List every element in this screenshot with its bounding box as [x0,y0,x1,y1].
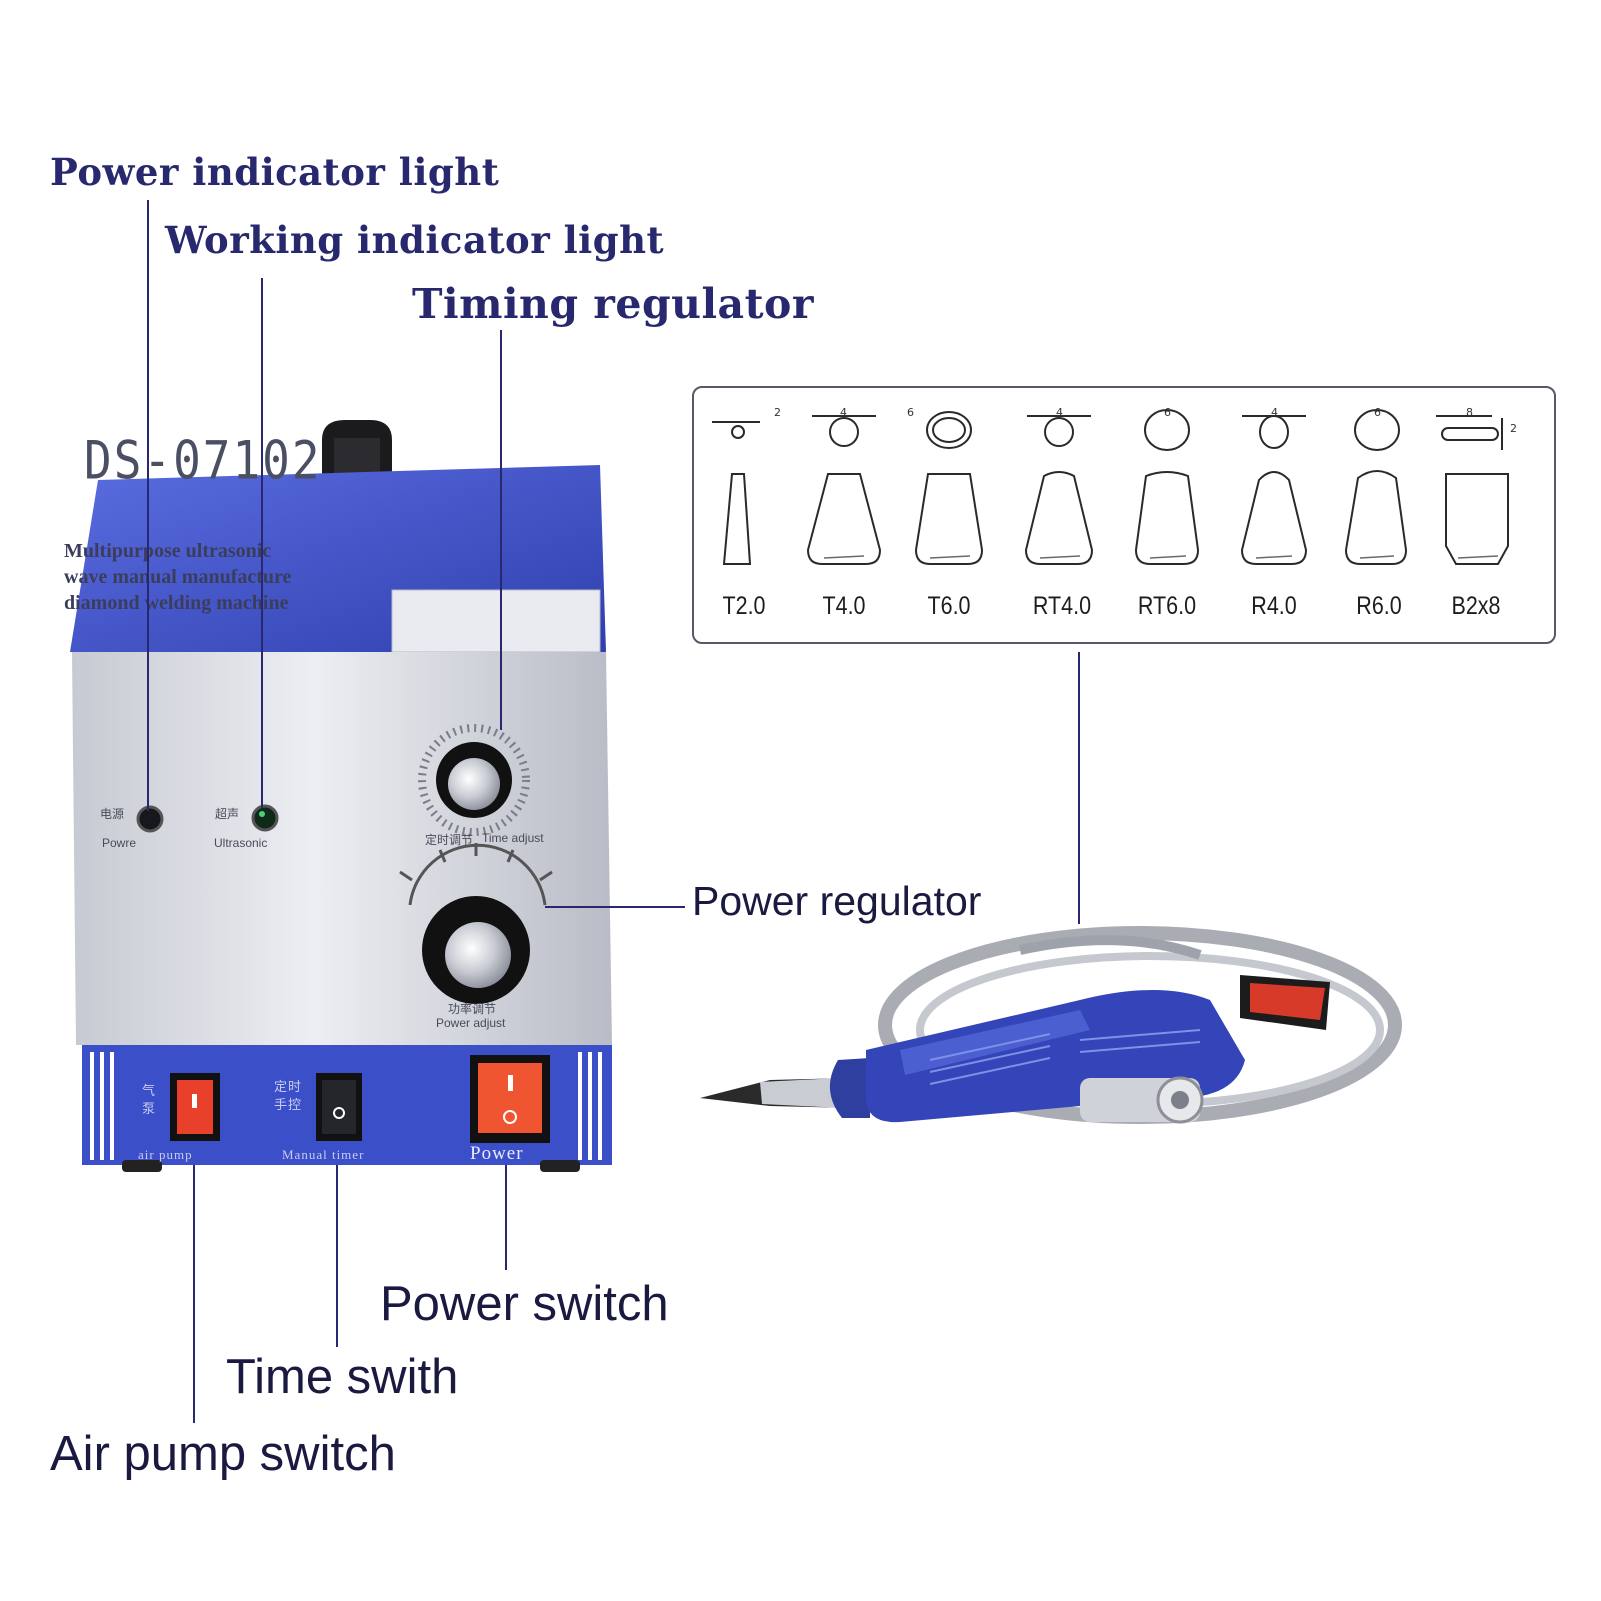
working-indicator-light-label: Working indicator light [165,218,665,262]
power-led-en-label: Powre [102,836,137,850]
power-regulator-label: Power regulator [692,878,982,924]
power-switch-label: Power switch [380,1277,669,1331]
power-knob-cn-label: 功率调节 [448,1002,497,1016]
leader-power-regulator [545,906,685,908]
tip-label: R4.0 [1251,592,1297,620]
tip-r6: R6.0 6 [1329,388,1429,646]
timing-knob-cn-label: 定时调节 [425,833,474,847]
timing-knob [418,724,530,836]
tip-label: RT6.0 [1137,592,1197,620]
air-pump-cn-label: 气泵 [142,1084,157,1117]
tip-dim: 4 [840,406,847,419]
tip-label: RT4.0 [1032,592,1092,620]
tip-dim: 6 [1374,406,1381,419]
tip-dim: 4 [1271,406,1278,419]
ultrasonic-led [251,804,279,832]
tip-rt6: RT6.0 6 [1117,388,1217,646]
ultrasonic-led-cn-label: 超声 [215,807,240,821]
description-line-1: Multipurpose ultrasonic [64,540,272,562]
tip-dim: 4 [1056,406,1063,419]
welding-tips-panel: T2.0 2 T4.0 4 T6.0 6 RT4.0 4 RT6.0 6 R4.0 4 R6… [692,386,1556,644]
air-pump-switch [170,1073,220,1141]
air-pump-en-label: air pump [138,1147,193,1162]
leader-working-indicator [261,278,263,808]
manual-cn-label: 定时 手控 [274,1080,303,1113]
description-line-3: diamond welding machine [64,592,289,614]
leader-timing-regulator [500,330,502,730]
timing-knob-en-label: Time adjust [482,831,544,845]
time-switch-label: Time swith [226,1350,459,1404]
timing-regulator-label: Timing regulator [412,280,814,328]
power-led [136,805,164,833]
tip-dim-2: 2 [1510,422,1517,435]
leader-tips-panel [1078,652,1080,924]
tip-shapes [712,409,1509,565]
leader-time-switch [336,1165,338,1347]
power-indicator-light-label: Power indicator light [50,150,500,194]
welding-handpiece [700,926,1402,1124]
tip-t4: T4.0 4 [794,388,894,646]
leader-air-pump-switch [193,1165,195,1423]
manual-en-label: Manual timer [282,1147,365,1162]
air-pump-switch-label: Air pump switch [50,1427,396,1481]
power-led-cn-label: 电源 [100,807,125,821]
power-knob-en-label: Power adjust [436,1016,506,1030]
tip-rt4: RT4.0 4 [1012,388,1112,646]
leader-power-switch [505,1165,507,1270]
tip-dim: 6 [1164,406,1171,419]
tip-t2: T2.0 2 [694,388,794,646]
tip-r4: R4.0 4 [1224,388,1324,646]
ultrasonic-led-en-label: Ultrasonic [214,836,268,850]
power-switch-panel-label: Power [470,1143,524,1164]
tip-label: R6.0 [1356,592,1402,620]
tip-dim: 8 [1466,406,1473,419]
tip-label: T6.0 [927,592,971,620]
tip-label: T2.0 [722,592,766,620]
tip-t6: T6.0 6 [899,388,999,646]
model-number: DS-07102 [84,428,322,492]
leader-power-indicator [147,200,149,811]
tip-b2x8: B2x8 8 2 [1426,388,1526,646]
tip-dim: 6 [907,406,914,419]
time-switch [316,1073,362,1141]
power-switch [470,1055,550,1143]
tip-label: T4.0 [822,592,866,620]
power-knob [399,843,553,1004]
tip-dim: 2 [774,406,781,419]
welding-machine [70,420,612,1172]
description-line-2: wave manual manufacture [64,566,292,588]
tip-label: B2x8 [1451,592,1501,620]
